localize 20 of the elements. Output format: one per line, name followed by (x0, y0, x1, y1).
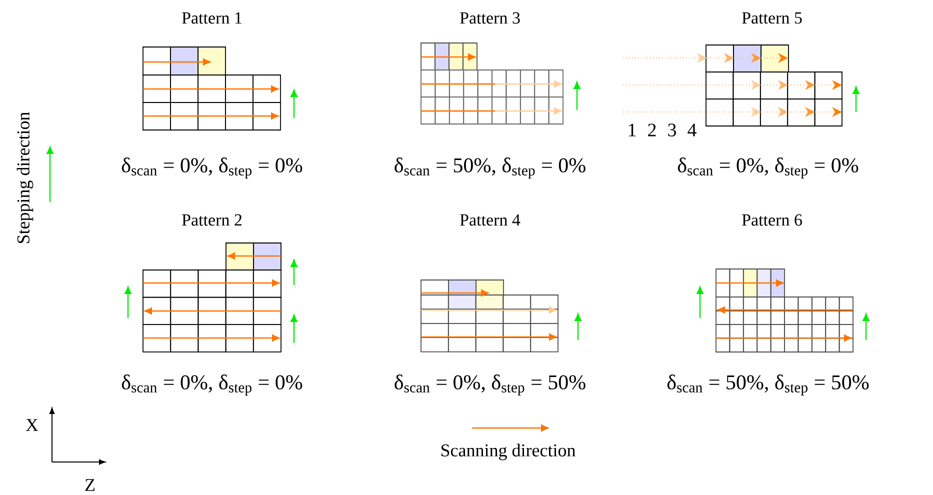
overlap-formula: δ$_{scan}$ = 0%, δ$_{step}$ = 0% (122, 158, 302, 178)
pattern-title: Pattern 2 (182, 214, 242, 226)
pattern-title: Pattern 1 (182, 12, 242, 24)
axis-label: Scanning direction (441, 444, 576, 460)
pattern-title: Pattern 6 (742, 214, 802, 226)
overlap-formula: δ$_{scan}$ = 0%, δ$_{step}$ = 0% (678, 158, 858, 178)
overlap-formula: δ$_{scan}$ = 50%, δ$_{step}$ = 50% (667, 374, 869, 396)
pass-number: 3 (668, 124, 676, 136)
axis-label: Z (85, 479, 94, 491)
axis-label: X (26, 419, 38, 431)
axis-label: Stepping direction (16, 112, 34, 244)
overlap-formula: δ$_{scan}$ = 0%, δ$_{step}$ = 50% (394, 374, 586, 396)
overlap-formula: δ$_{scan}$ = 0%, δ$_{step}$ = 0% (122, 374, 302, 396)
pass-number: 1 (628, 124, 636, 136)
overlap-formula: δ$_{scan}$ = 50%, δ$_{step}$ = 0% (394, 158, 586, 178)
pattern-title: Pattern 5 (742, 12, 802, 24)
pass-number: 4 (688, 124, 696, 136)
pattern-title: Pattern 3 (460, 12, 520, 24)
pattern-title: Pattern 4 (460, 214, 520, 226)
pass-number: 2 (648, 124, 656, 136)
